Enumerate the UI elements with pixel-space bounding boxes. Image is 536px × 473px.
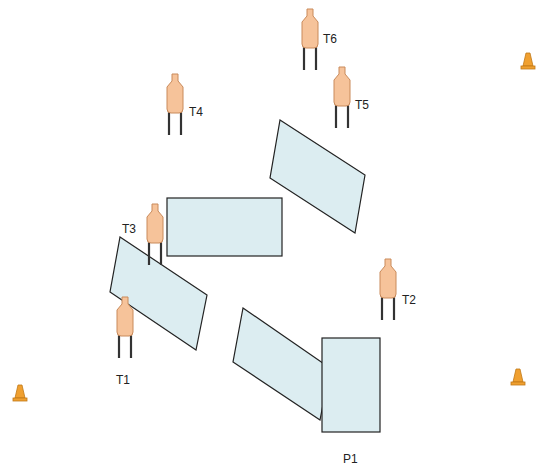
target-label: T6 <box>323 32 337 46</box>
targets <box>117 9 396 358</box>
target-label: T3 <box>122 222 136 236</box>
target-label: T4 <box>189 105 203 119</box>
target-label: T2 <box>402 293 416 307</box>
target-label: T1 <box>116 373 130 387</box>
position-label: P1 <box>343 452 358 466</box>
barrier-panels <box>110 120 380 432</box>
cones <box>13 53 535 401</box>
target-label: T5 <box>355 98 369 112</box>
